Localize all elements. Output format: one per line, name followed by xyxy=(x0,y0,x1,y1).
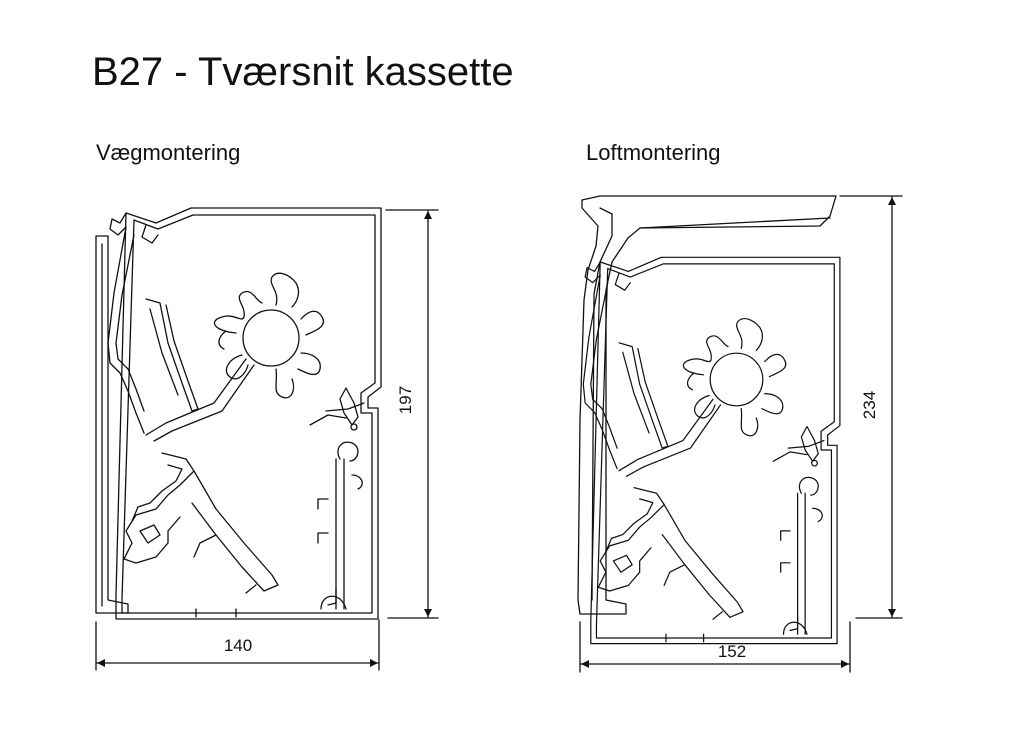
ceiling-mount-profile xyxy=(577,195,841,645)
ceiling-mount-label: Loftmontering xyxy=(586,140,721,165)
wall-height-label: 197 xyxy=(396,386,415,414)
wall-mount-profile xyxy=(95,207,382,620)
wall-width-label: 140 xyxy=(224,636,252,655)
ceiling-height-label: 234 xyxy=(860,391,879,419)
ceiling-width-dimension xyxy=(579,621,851,673)
wall-mount-label: Vægmontering xyxy=(96,140,241,165)
ceiling-height-dimension xyxy=(839,195,903,619)
diagram-title: B27 - Tværsnit kassette xyxy=(92,50,514,94)
wall-width-dimension xyxy=(95,619,380,671)
ceiling-width-label: 152 xyxy=(718,642,746,661)
wall-height-dimension xyxy=(385,209,439,619)
